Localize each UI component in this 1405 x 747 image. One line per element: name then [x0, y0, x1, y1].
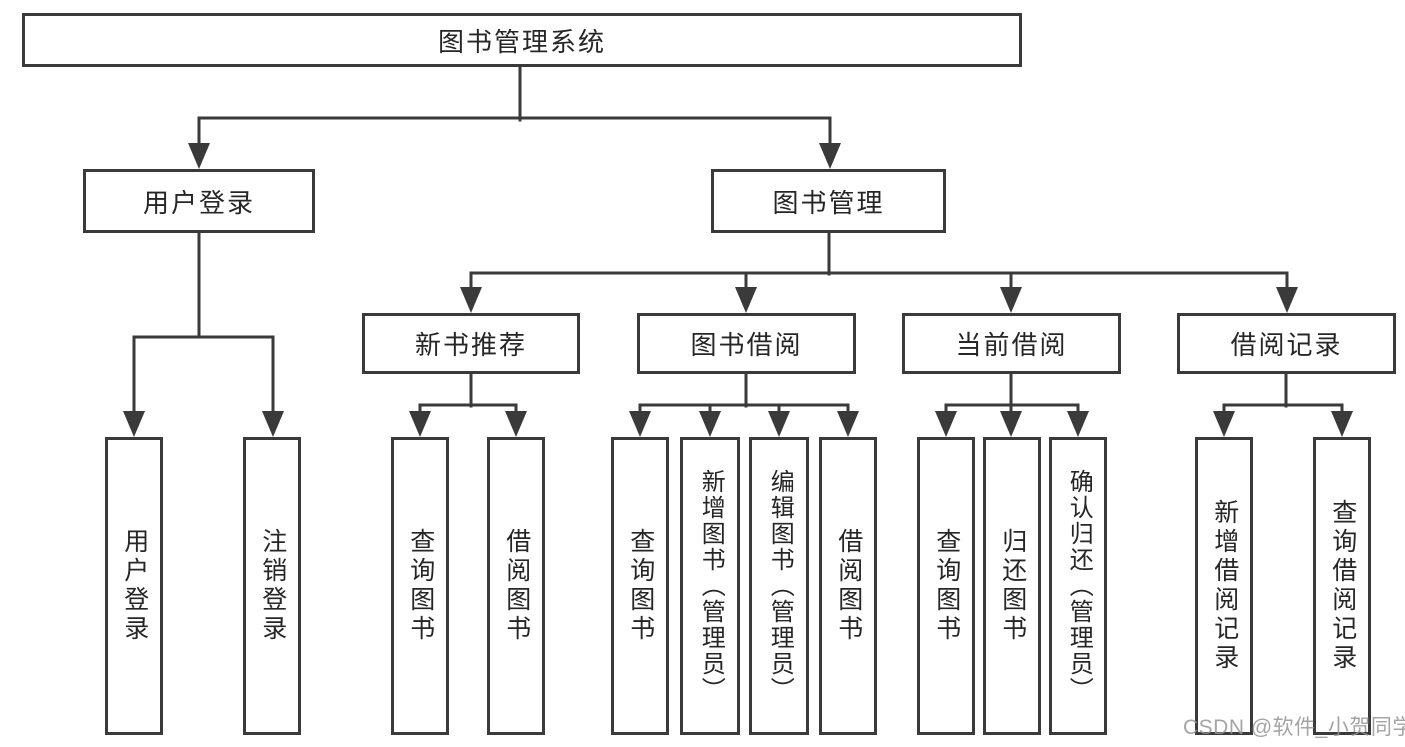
leaf-label: 新增图书（管理员） — [697, 469, 725, 703]
leaf-query-borrow-record: 查询借阅记录 — [1313, 437, 1371, 735]
leaf-query-books-recommend: 查询图书 — [391, 437, 449, 735]
leaf-label: 借阅图书 — [834, 528, 863, 644]
arrow-icon — [505, 411, 527, 437]
leaf-label: 查询图书 — [932, 528, 961, 644]
leaf-edit-book-admin: 编辑图书（管理员） — [749, 437, 809, 735]
node-new-book-recommendation: 新书推荐 — [362, 313, 580, 374]
leaf-label: 注销登录 — [258, 528, 287, 644]
leaf-query-books-borrow: 查询图书 — [611, 437, 669, 735]
leaf-label: 查询图书 — [406, 528, 435, 644]
leaf-borrow-books-borrow: 借阅图书 — [819, 437, 877, 735]
watermark-text: CSDN @软件_小贺同学 — [1183, 716, 1405, 739]
node-borrowing-records: 借阅记录 — [1177, 313, 1396, 374]
arrow-icon — [837, 411, 859, 437]
connector-recommend-to-leaves — [418, 372, 518, 418]
leaf-label: 查询图书 — [626, 528, 655, 644]
arrow-icon — [819, 143, 841, 169]
connector-current-to-leaves — [944, 372, 1080, 418]
arrow-icon — [699, 411, 721, 437]
leaf-borrow-books-recommend: 借阅图书 — [487, 437, 545, 735]
arrow-icon — [1000, 411, 1022, 437]
connector-borrow-to-leaves — [638, 372, 850, 418]
arrow-icon — [735, 287, 757, 313]
arrow-icon — [1331, 411, 1353, 437]
leaf-add-book-admin: 新增图书（管理员） — [680, 437, 740, 735]
leaf-label: 归还图书 — [998, 528, 1027, 644]
node-user-login: 用户登录 — [83, 169, 315, 233]
leaf-label: 确认归还（管理员） — [1065, 469, 1093, 703]
arrowheads — [123, 143, 1353, 437]
arrow-icon — [188, 143, 210, 169]
node-book-management: 图书管理 — [711, 169, 946, 233]
arrow-icon — [1213, 411, 1235, 437]
connector-root-to-level2 — [197, 65, 832, 150]
arrow-icon — [409, 411, 431, 437]
connector-bookmgmt-to-level3 — [469, 231, 1289, 294]
leaf-label: 用户登录 — [120, 528, 149, 644]
leaf-add-borrow-record: 新增借阅记录 — [1195, 437, 1253, 735]
arrow-icon — [768, 411, 790, 437]
leaf-label: 借阅图书 — [502, 528, 531, 644]
arrow-icon — [629, 411, 651, 437]
leaf-user-login: 用户登录 — [105, 437, 163, 735]
arrow-icon — [935, 411, 957, 437]
arrow-icon — [1067, 411, 1089, 437]
leaf-query-books-current: 查询图书 — [917, 437, 975, 735]
leaf-label: 查询借阅记录 — [1328, 499, 1357, 673]
node-current-borrowing: 当前借阅 — [902, 313, 1121, 374]
leaf-label: 新增借阅记录 — [1210, 499, 1239, 673]
node-book-borrowing: 图书借阅 — [637, 313, 856, 374]
leaf-return-books: 归还图书 — [983, 437, 1041, 735]
leaf-confirm-return-admin: 确认归还（管理员） — [1049, 437, 1107, 735]
arrow-icon — [1276, 287, 1298, 313]
leaf-logout: 注销登录 — [243, 437, 301, 735]
arrow-icon — [123, 411, 145, 437]
node-library-management-system: 图书管理系统 — [22, 13, 1022, 67]
arrow-icon — [460, 287, 482, 313]
connector-userlogin-to-leaves — [132, 231, 275, 418]
arrow-icon — [1000, 287, 1022, 313]
leaf-label: 编辑图书（管理员） — [766, 469, 794, 703]
arrow-icon — [262, 411, 284, 437]
connector-records-to-leaves — [1222, 372, 1344, 418]
